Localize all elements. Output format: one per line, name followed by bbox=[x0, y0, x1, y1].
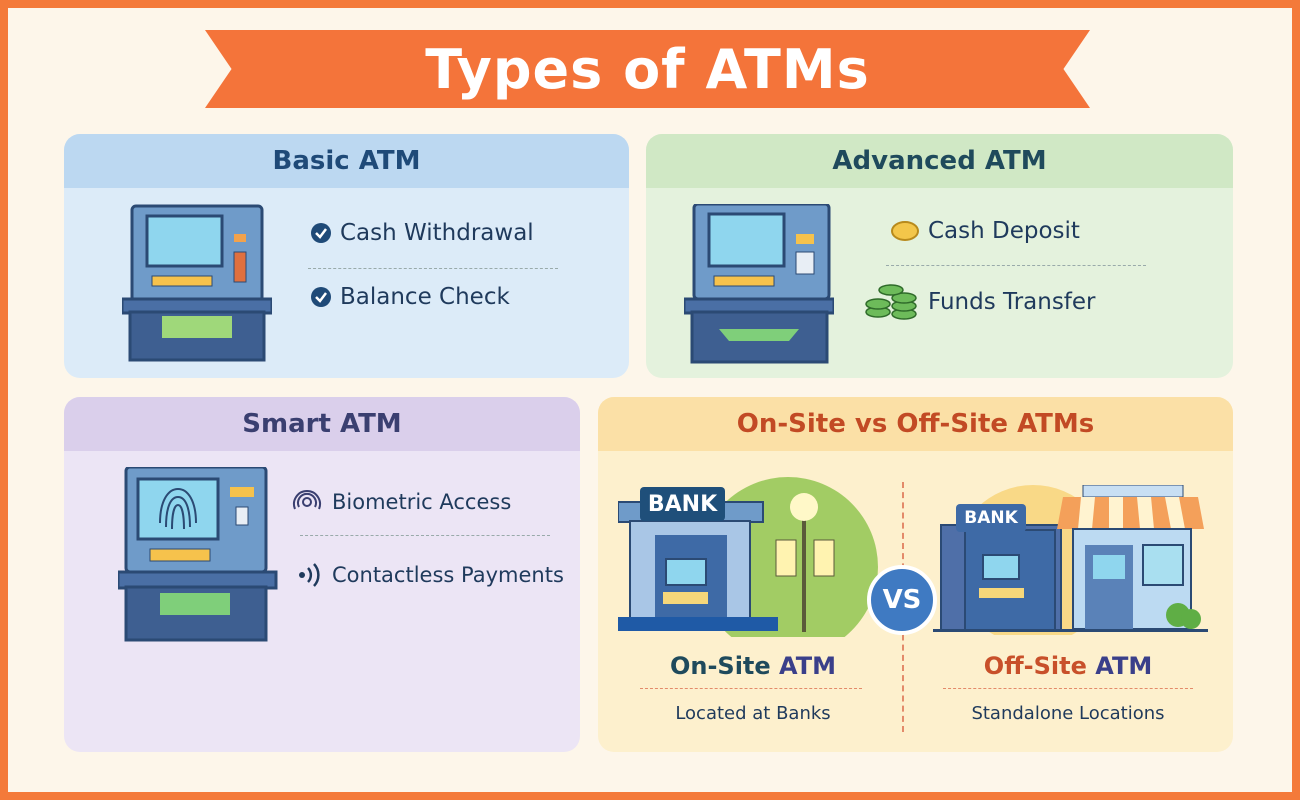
check-circle-icon bbox=[310, 286, 332, 308]
advanced-atm-illustration bbox=[684, 204, 834, 364]
feature-contactless-payments: Contactless Payments bbox=[296, 561, 564, 589]
divider bbox=[886, 265, 1146, 266]
basic-atm-illustration bbox=[122, 204, 272, 362]
smart-atm-card: Smart ATM Biometric Access Contactless P… bbox=[64, 397, 580, 752]
check-circle-icon bbox=[310, 222, 332, 244]
offsite-description: Standalone Locations bbox=[971, 703, 1165, 724]
page-title: Types of ATMs bbox=[425, 37, 870, 101]
money-stack-icon bbox=[864, 282, 920, 322]
basic-atm-heading: Basic ATM bbox=[64, 134, 629, 188]
advanced-atm-card: Advanced ATM Cash Deposit Funds Transfer bbox=[646, 134, 1233, 378]
smart-atm-heading: Smart ATM bbox=[64, 397, 580, 451]
advanced-atm-heading: Advanced ATM bbox=[646, 134, 1233, 188]
vs-badge: VS bbox=[867, 565, 937, 635]
bank-sign: BANK bbox=[640, 487, 725, 521]
offsite-illustration bbox=[933, 485, 1208, 635]
smart-atm-illustration bbox=[118, 467, 278, 642]
onsite-description: Located at Banks bbox=[675, 703, 831, 724]
feature-balance-check: Balance Check bbox=[310, 284, 510, 310]
contactless-icon bbox=[296, 561, 324, 589]
title-banner: Types of ATMs bbox=[205, 30, 1090, 108]
fingerprint-icon bbox=[290, 487, 324, 517]
onsite-title: On-Site ATM bbox=[669, 652, 837, 680]
feature-biometric-access: Biometric Access bbox=[290, 487, 511, 517]
feature-funds-transfer: Funds Transfer bbox=[864, 282, 1096, 322]
divider bbox=[308, 268, 558, 269]
feature-cash-withdrawal: Cash Withdrawal bbox=[310, 220, 534, 246]
onsite-bank-illustration bbox=[618, 477, 878, 637]
basic-atm-card: Basic ATM Cash Withdrawal Balance Check bbox=[64, 134, 629, 378]
divider bbox=[943, 688, 1193, 689]
coin-icon bbox=[890, 220, 920, 242]
offsite-bank-sign: BANK bbox=[956, 504, 1026, 532]
offsite-title: Off-Site ATM bbox=[983, 652, 1153, 680]
divider bbox=[640, 688, 862, 689]
divider bbox=[300, 535, 550, 536]
onsite-offsite-heading: On-Site vs Off-Site ATMs bbox=[598, 397, 1233, 451]
feature-cash-deposit: Cash Deposit bbox=[890, 218, 1080, 244]
onsite-offsite-card: On-Site vs Off-Site ATMs BANK BANK VS On… bbox=[598, 397, 1233, 752]
